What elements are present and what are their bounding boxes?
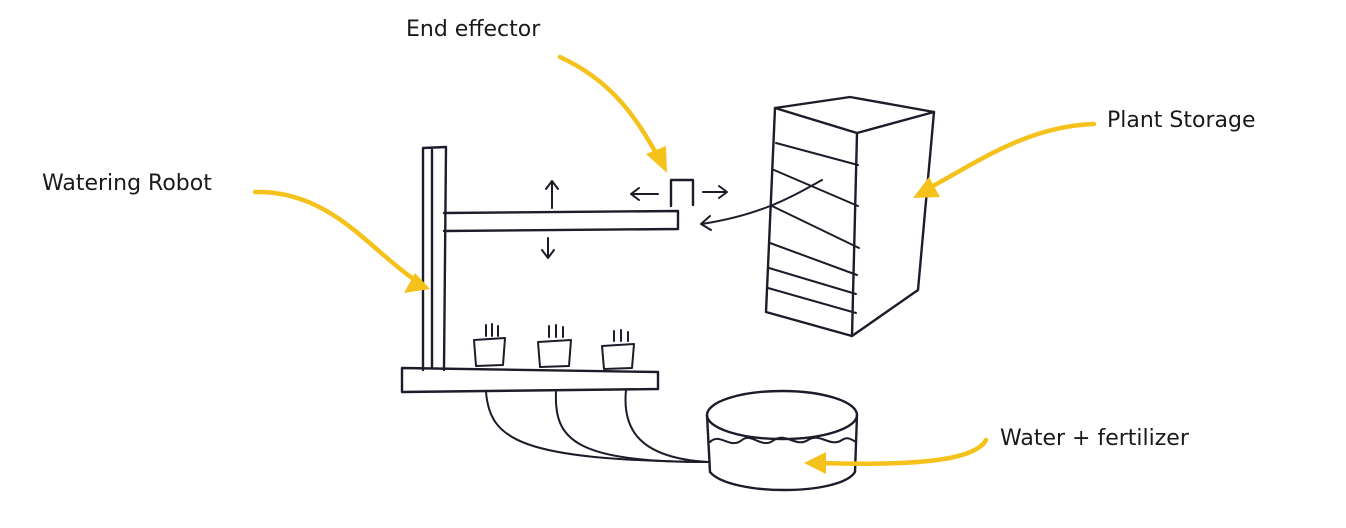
water-tubes [485, 389, 709, 463]
arm-down-arrow [541, 237, 555, 259]
label-end-effector: End effector [406, 17, 541, 42]
callout-arrow-plant-storage [913, 121, 1097, 198]
arm-up-arrow [545, 180, 559, 209]
label-watering-robot: Watering Robot [42, 171, 212, 196]
label-plant-storage: Plant Storage [1107, 108, 1256, 133]
robot-vertical-post [421, 145, 448, 372]
storage-to-effector-arrow [700, 179, 823, 231]
label-water-fertilizer: Water + fertilizer [1000, 426, 1189, 451]
plant-pot-3 [601, 329, 635, 370]
plant-storage-shelving [764, 95, 936, 338]
water-tank [705, 389, 859, 492]
robot-base-platform [400, 366, 660, 394]
callout-arrow-watering-robot [252, 189, 430, 293]
callout-arrow-end-effector [557, 54, 667, 173]
robot-horizontal-arm [442, 209, 680, 233]
callout-arrow-water-fertilizer [804, 437, 989, 474]
plant-pot-2 [537, 324, 572, 368]
end-effector-gripper [669, 178, 695, 208]
plant-pot-1 [473, 323, 506, 367]
effector-left-arrow [630, 187, 659, 201]
effector-right-arrow [702, 185, 728, 199]
